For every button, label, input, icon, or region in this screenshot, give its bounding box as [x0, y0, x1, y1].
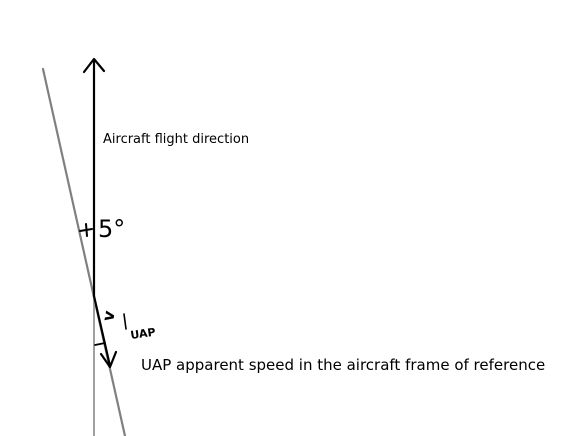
uap-velocity-arrowhead — [99, 350, 118, 369]
uap-trajectory-line — [41, 67, 127, 436]
vector-symbol-overbar — [123, 313, 127, 330]
angle-tick-mark-vertical — [85, 223, 88, 237]
uap-apparent-speed-label: UAP apparent speed in the aircraft frame… — [141, 356, 546, 374]
vector-tick-mark — [94, 342, 106, 346]
aircraft-direction-arrowhead — [82, 57, 106, 74]
vector-symbol: v — [98, 309, 119, 323]
uap-tag: UAP — [130, 326, 157, 342]
angle-label: 5° — [98, 215, 125, 243]
uap-velocity-vector — [92, 294, 112, 368]
aircraft-flight-direction-label: Aircraft flight direction — [103, 132, 250, 147]
